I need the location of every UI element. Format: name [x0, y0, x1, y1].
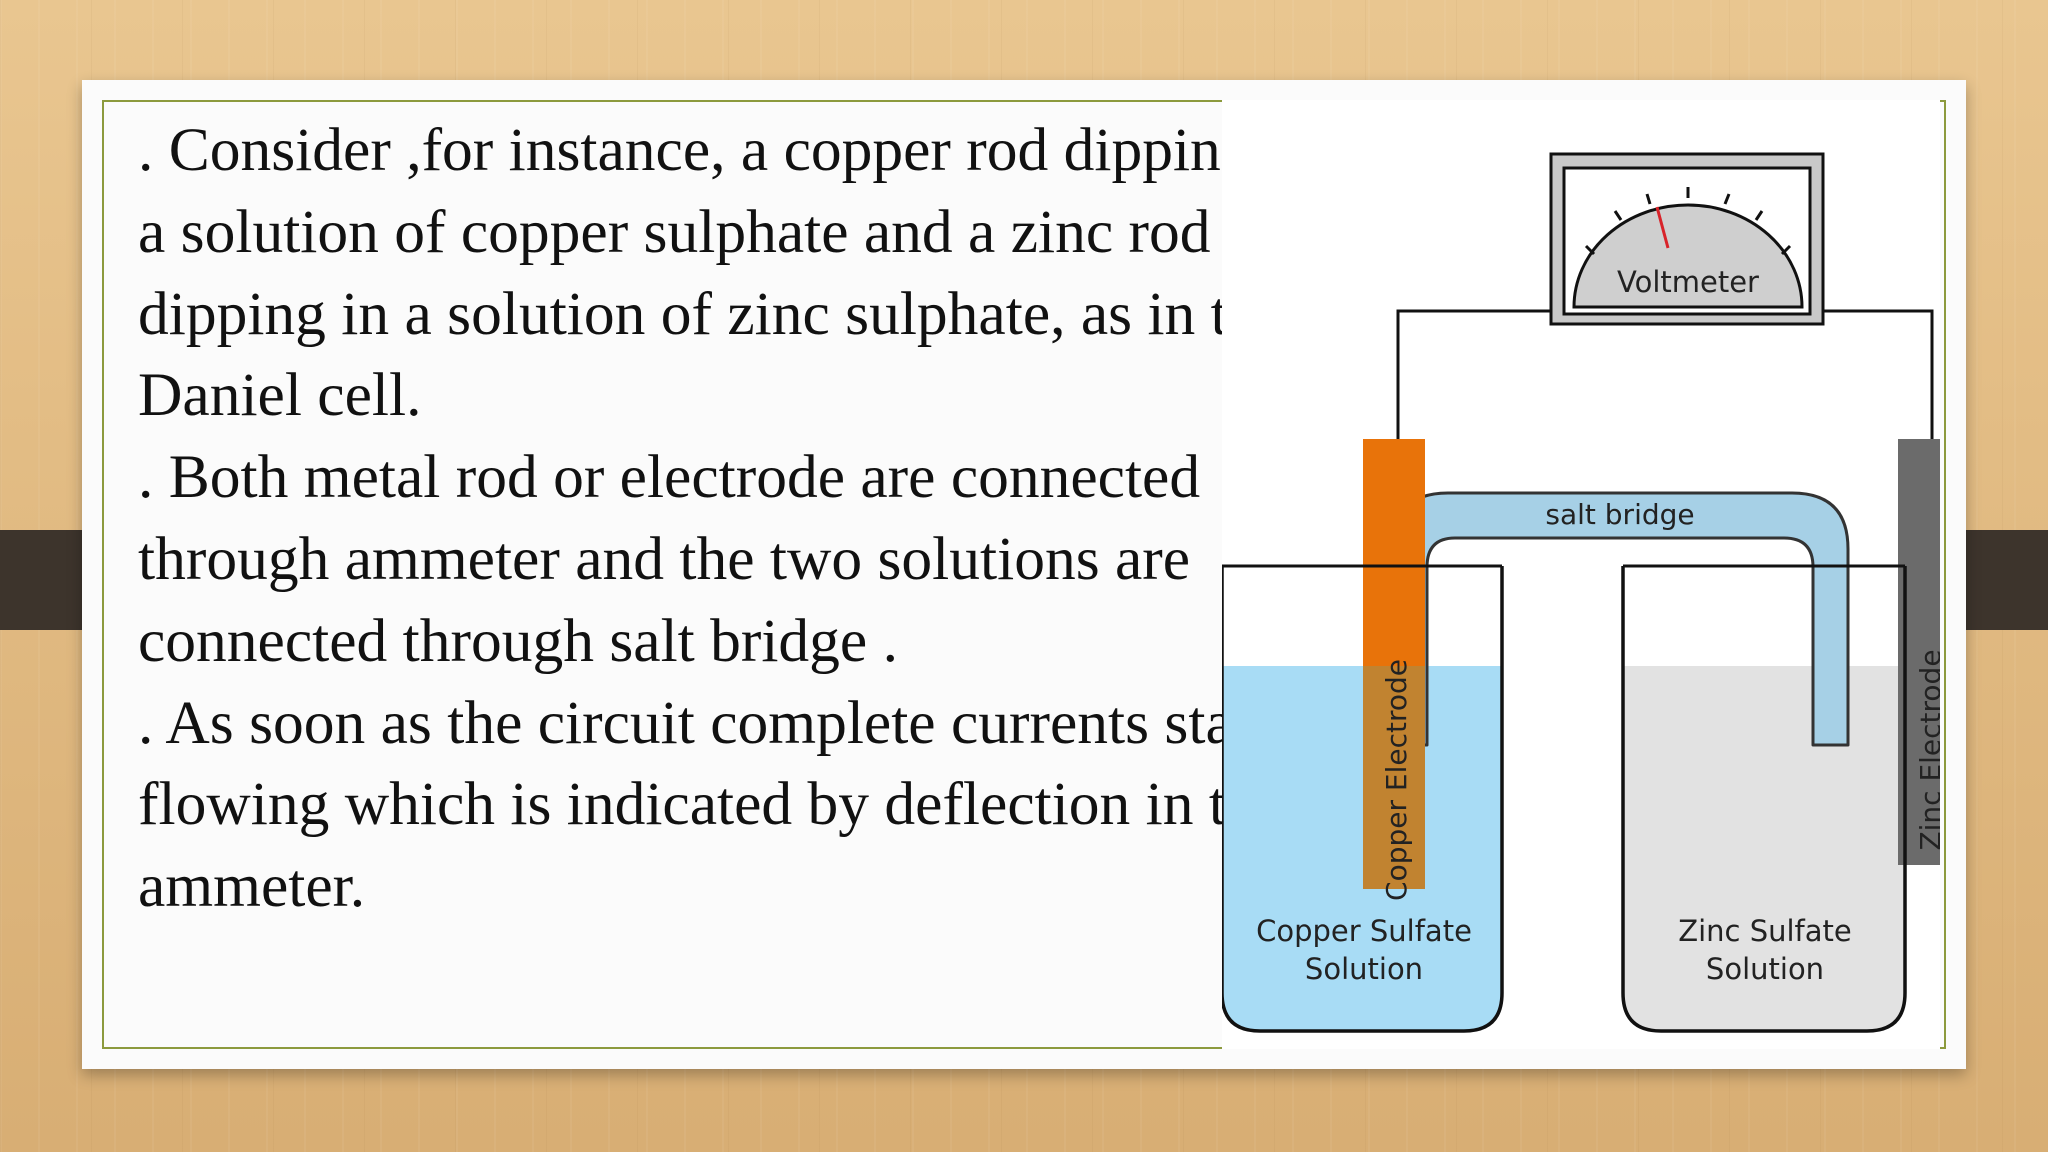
zinc-solution-label-line1: Zinc Sulfate [1678, 914, 1852, 948]
voltmeter-label: Voltmeter [1617, 265, 1759, 299]
voltmeter-tick [1723, 193, 1731, 205]
voltmeter-tick [1754, 210, 1764, 221]
salt-bridge-label: salt bridge [1545, 498, 1694, 531]
daniel-cell-svg: Voltmeter salt bridge Copper Electrode Z… [1222, 152, 1940, 1033]
copper-electrode-label: Copper Electrode [1380, 659, 1413, 901]
zinc-beaker [1621, 566, 1907, 1033]
voltmeter-tick [1613, 210, 1623, 221]
copper-sulfate-solution [1222, 666, 1502, 1031]
copper-electrode [1363, 439, 1425, 889]
voltmeter-needle [1655, 206, 1670, 249]
copper-solution-label-line2: Solution [1305, 952, 1423, 986]
slide: . Consider ,for instance, a copper rod d… [82, 80, 1966, 1069]
slide-body-text: . Consider ,for instance, a copper rod d… [138, 110, 1318, 928]
voltmeter-tick [1584, 244, 1596, 256]
copper-solution-label-line1: Copper Sulfate [1256, 914, 1472, 948]
copper-electrode-submerged [1363, 666, 1425, 889]
slide-frame [102, 100, 1946, 1049]
copper-beaker [1222, 566, 1504, 1033]
voltmeter-tick [1645, 193, 1652, 205]
zinc-sulfate-solution [1623, 666, 1905, 1031]
voltmeter-tick [1780, 244, 1792, 256]
daniel-cell-diagram: Voltmeter salt bridge Copper Electrode Z… [1222, 100, 1940, 1049]
voltmeter-dial [1572, 203, 1804, 309]
paragraph-connection: . Both metal rod or electrode are connec… [138, 443, 1201, 675]
zinc-electrode-label: Zinc Electrode [1914, 649, 1940, 850]
zinc-solution-label-line2: Solution [1706, 952, 1824, 986]
paragraph-daniel-cell: . Consider ,for instance, a copper rod d… [138, 116, 1315, 430]
paragraph-current: . As soon as the circuit complete curren… [138, 688, 1285, 921]
